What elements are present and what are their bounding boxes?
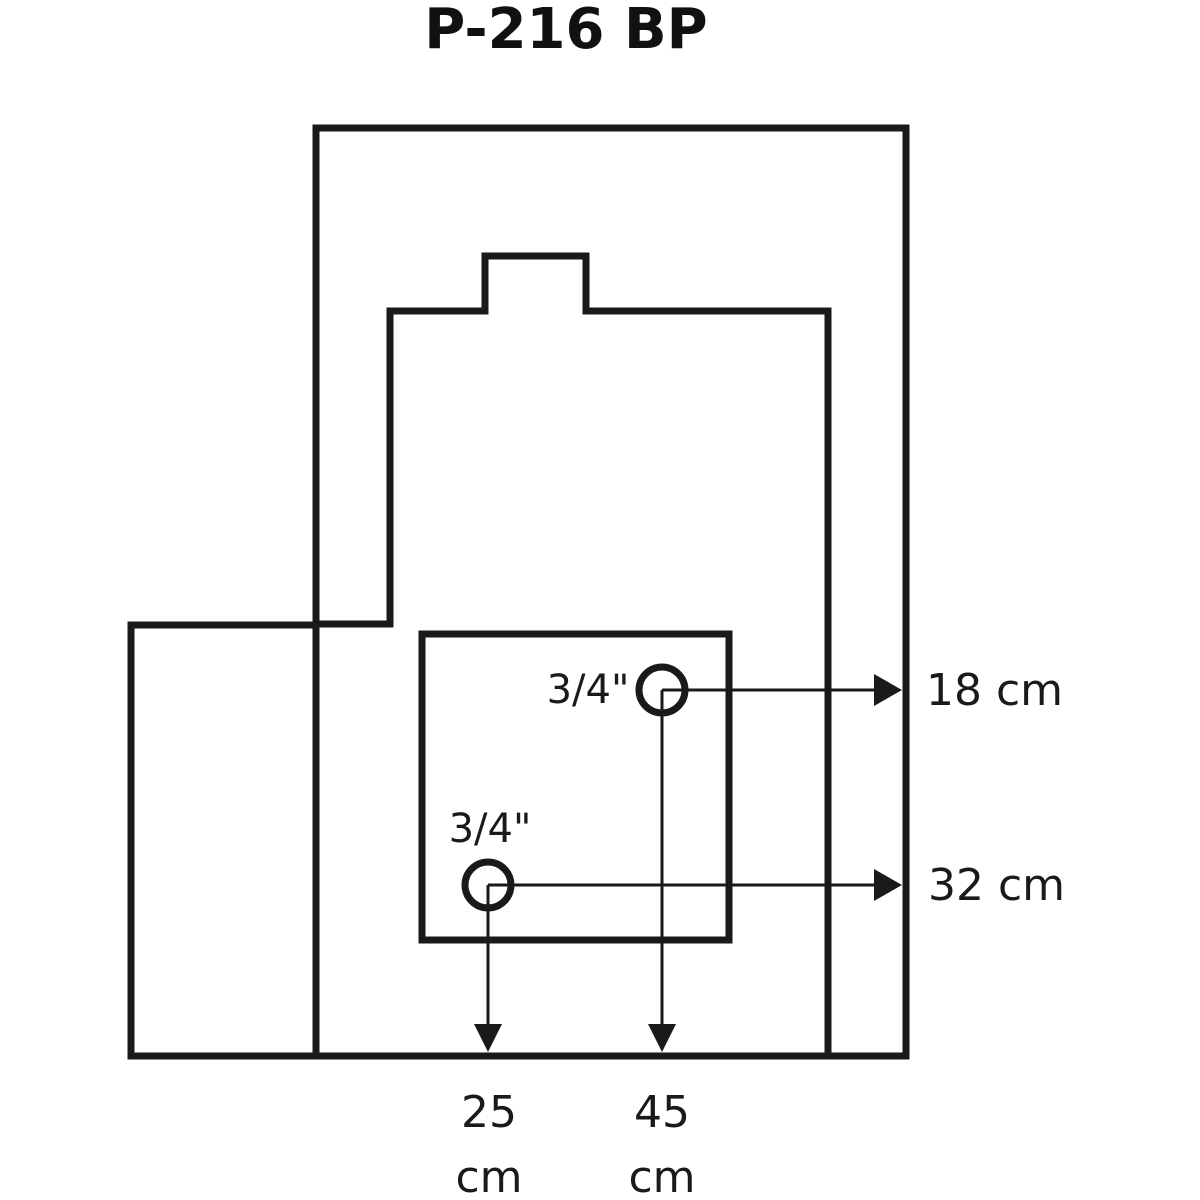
- upper-offset-arrow-icon: [648, 1024, 676, 1052]
- lower-pipe-size-label: 3/4": [449, 806, 532, 852]
- diagram-title: P-216 BP: [424, 0, 707, 62]
- inner-unit-outline: [316, 252, 832, 1056]
- outer-housing-outline: [312, 124, 910, 1060]
- upper-height-arrow-icon: [874, 674, 902, 706]
- connection-plate-outline: [418, 630, 733, 944]
- upper-height-label: 18 cm: [926, 665, 1063, 716]
- lower-height-label: 32 cm: [928, 860, 1065, 911]
- upper-offset-value-label: 45: [634, 1087, 690, 1138]
- upper-pipe-size-label: 3/4": [547, 667, 630, 713]
- lower-offset-value-label: 25: [461, 1087, 517, 1138]
- side-cabinet-outline: [127, 621, 320, 1060]
- lower-offset-unit-label: cm: [455, 1152, 522, 1200]
- upper-offset-unit-label: cm: [628, 1152, 695, 1200]
- lower-offset-arrow-icon: [474, 1024, 502, 1052]
- lower-height-arrow-icon: [874, 869, 902, 901]
